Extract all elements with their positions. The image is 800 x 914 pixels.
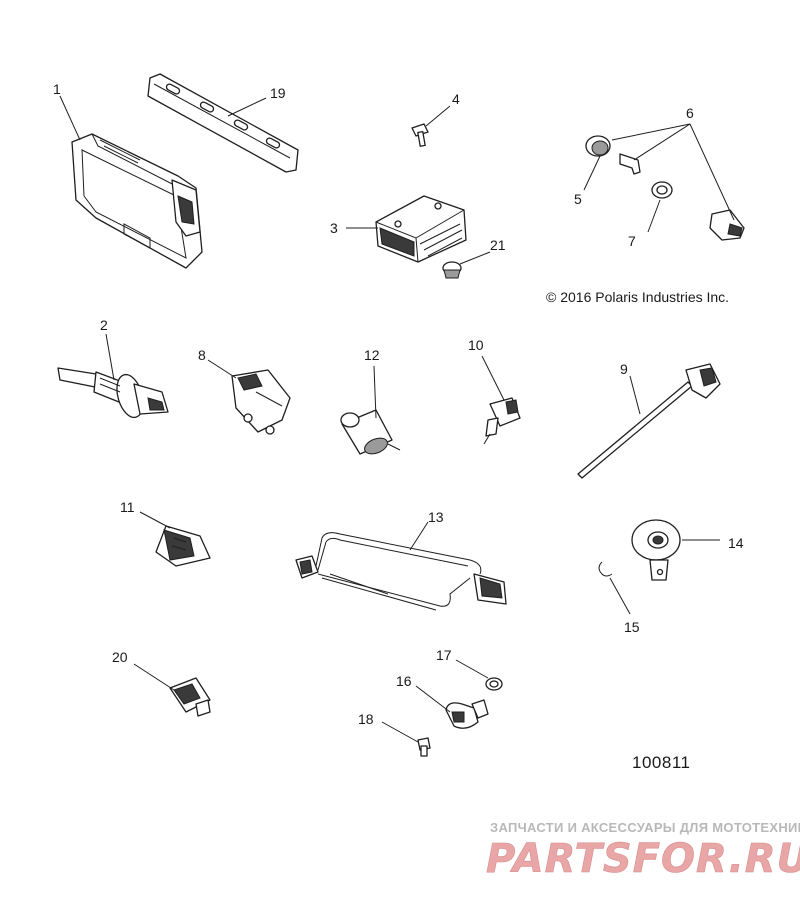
part-8-map-sensor <box>231 369 291 435</box>
callout-4: 4 <box>452 91 460 107</box>
callout-21: 21 <box>490 237 506 253</box>
callout-19: 19 <box>270 85 286 101</box>
part-9-probe <box>577 363 721 479</box>
callout-17: 17 <box>436 647 452 663</box>
part-6-sensor <box>619 153 745 241</box>
watermark-logo: PARTSFOR.RU <box>486 836 800 882</box>
callout-1: 1 <box>53 81 61 97</box>
part-1-ecu <box>71 133 203 269</box>
callout-9: 9 <box>620 361 628 377</box>
copyright-notice: © 2016 Polaris Industries Inc. <box>546 289 729 305</box>
callout-2: 2 <box>100 317 108 333</box>
part-10-temp-sensor <box>483 397 521 445</box>
part-16-elbow-sensor <box>445 699 489 729</box>
part-15-clip <box>598 561 613 577</box>
callout-8: 8 <box>198 347 206 363</box>
callout-16: 16 <box>396 673 412 689</box>
callout-12: 12 <box>364 347 380 363</box>
part-17-o-ring <box>485 677 503 691</box>
part-4-screw <box>411 123 429 147</box>
part-13-harness <box>295 532 507 611</box>
callout-3: 3 <box>330 220 338 236</box>
part-21-plug <box>442 261 462 279</box>
part-12-sensor <box>340 409 401 455</box>
part-18-bolt <box>417 737 431 757</box>
callout-20: 20 <box>112 649 128 665</box>
callout-10: 10 <box>468 337 484 353</box>
callout-14: 14 <box>728 535 744 551</box>
part-19-bracket <box>147 73 299 173</box>
part-11-connector <box>155 525 211 567</box>
part-5-cap <box>585 135 611 157</box>
callout-15: 15 <box>624 619 640 635</box>
callout-5: 5 <box>574 191 582 207</box>
part-7-ring <box>651 181 673 199</box>
callout-18: 18 <box>358 711 374 727</box>
callout-13: 13 <box>428 509 444 525</box>
callout-11: 11 <box>120 499 135 515</box>
part-3-module <box>375 195 467 263</box>
part-20-switch <box>169 677 211 717</box>
callout-6: 6 <box>686 105 694 121</box>
figure-number: 100811 <box>632 753 690 772</box>
part-2-sensor <box>57 367 169 419</box>
callout-7: 7 <box>628 233 636 249</box>
part-14-knock-sensor <box>631 519 681 581</box>
watermark-tagline: ЗАПЧАСТИ И АКСЕССУАРЫ ДЛЯ МОТОТЕХНИКИ <box>490 820 800 835</box>
